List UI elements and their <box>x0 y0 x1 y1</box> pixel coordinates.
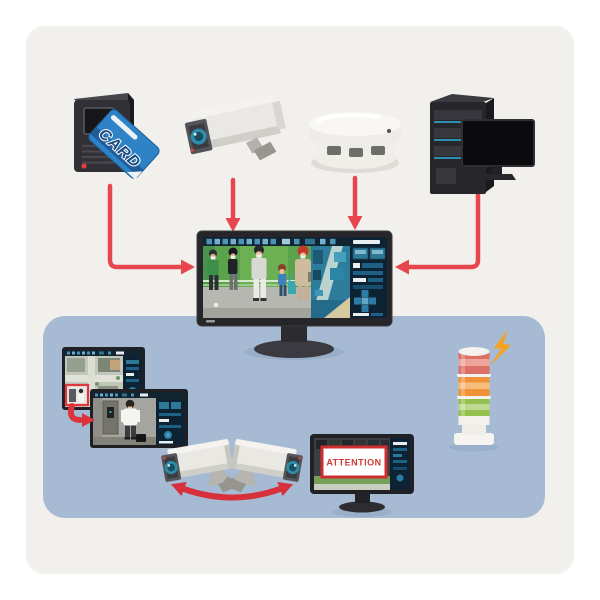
control-sidebar <box>350 237 387 318</box>
connector-arrows <box>107 175 481 270</box>
monitor-base <box>254 340 334 358</box>
smoke-detector-vents <box>371 146 385 155</box>
arrow-server-to-monitor <box>406 183 481 270</box>
pan-camera-left <box>161 439 243 493</box>
attention-label: ATTENTION <box>326 458 381 468</box>
tower-cap <box>458 347 490 356</box>
pedestrian <box>295 245 315 300</box>
pedestrian <box>251 245 267 301</box>
right-camera-view <box>311 246 350 318</box>
pedestrian-child <box>278 264 296 296</box>
alert-monitor: ATTENTION <box>310 434 414 517</box>
camera-mount <box>253 141 277 161</box>
zoomed-monitor <box>90 389 188 448</box>
arrowhead-right-icon <box>181 259 195 275</box>
pan-arc-arrow <box>170 481 294 501</box>
pedestrian <box>228 247 238 290</box>
arrowhead-left-icon <box>395 259 409 275</box>
server-drive-bays <box>434 110 482 159</box>
server-monitor-stand <box>478 174 516 180</box>
server-monitor-screen <box>461 119 535 167</box>
screen-toolbar <box>203 237 387 246</box>
arrowhead-left-icon <box>170 481 187 497</box>
monitor-stand-neck <box>281 326 307 342</box>
connector-arrowheads <box>181 216 409 275</box>
zoom-toolbar <box>93 392 185 398</box>
card-reader-led <box>81 163 87 169</box>
dpad-control <box>354 290 376 312</box>
tower-base <box>454 433 494 445</box>
id-card-body <box>88 109 160 179</box>
camera-body <box>191 102 281 149</box>
toolbar-icons <box>206 238 336 245</box>
alert-monitor-base <box>339 501 385 513</box>
zoom-sidebar <box>156 398 185 445</box>
signal-tower <box>449 347 499 452</box>
smoke-detector-device <box>309 112 401 173</box>
camera-led <box>190 148 194 152</box>
pedestrian <box>207 249 219 290</box>
zoom-arrow <box>67 403 95 427</box>
server-monitor <box>461 119 535 180</box>
person-at-door <box>121 399 146 442</box>
main-surveillance-monitor <box>196 230 393 360</box>
alert-screen-thumbnails <box>316 440 389 449</box>
highlighted-camera-cell <box>64 383 90 407</box>
lightning-icon <box>490 329 511 366</box>
arrowhead-down-icon <box>347 216 363 230</box>
bag <box>136 434 146 442</box>
arrow-card-reader-to-monitor <box>107 183 184 270</box>
alert-sidebar <box>390 438 410 490</box>
attention-popup: ATTENTION <box>320 445 388 479</box>
arrowhead-right-icon <box>82 413 95 427</box>
cctv-camera-device <box>184 94 286 161</box>
monitor-logo <box>206 320 215 323</box>
overview-toolbar <box>65 350 142 356</box>
arrowhead-down-icon <box>225 218 241 232</box>
arrowhead-right-icon <box>277 481 294 497</box>
zoom-scene <box>93 398 156 445</box>
left-camera-view <box>203 245 315 318</box>
